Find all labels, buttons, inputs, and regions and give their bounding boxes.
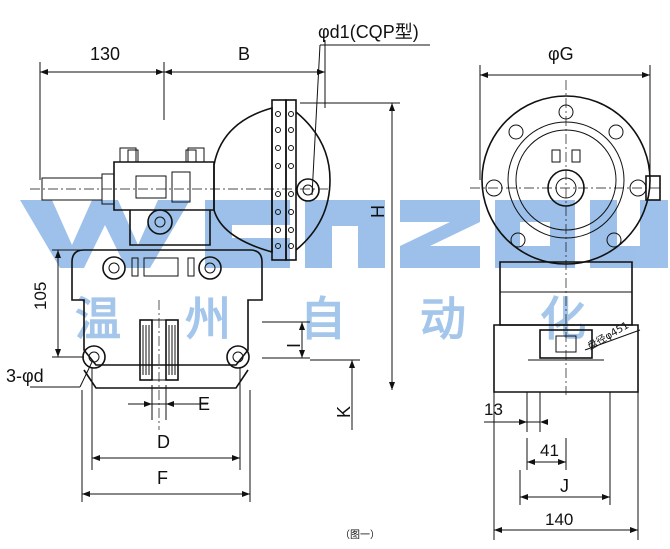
watermark-char-2: 州	[185, 292, 231, 346]
dim-3-phi-d: 3-φd	[6, 366, 44, 386]
dim-41: 41	[540, 441, 559, 460]
dim-B: B	[238, 44, 250, 64]
watermark-char-3: 自	[300, 292, 346, 346]
dim-E: E	[198, 394, 210, 414]
dim-130: 130	[90, 44, 120, 64]
dim-H: H	[368, 205, 388, 218]
dim-J: J	[560, 476, 569, 496]
dim-105: 105	[31, 282, 50, 310]
dim-140: 140	[545, 510, 573, 529]
dim-K: K	[334, 406, 354, 418]
dim-D: D	[157, 432, 170, 452]
dim-phi-G: φG	[548, 44, 574, 64]
front-view	[470, 65, 661, 540]
watermark-char-4: 动	[420, 292, 466, 346]
dim-phi-d1: φd1(CQP型)	[318, 22, 419, 42]
dim-13: 13	[484, 400, 503, 419]
watermark-char-1: 温	[75, 292, 121, 346]
watermark-logo	[20, 200, 668, 268]
dim-I: I	[284, 343, 304, 348]
watermark-char-5: 化	[540, 292, 586, 346]
figure-caption: （图一）	[340, 529, 380, 541]
watermark: 温 州 自 动 化	[20, 200, 668, 346]
side-view	[30, 40, 430, 502]
dim-F: F	[157, 468, 168, 488]
